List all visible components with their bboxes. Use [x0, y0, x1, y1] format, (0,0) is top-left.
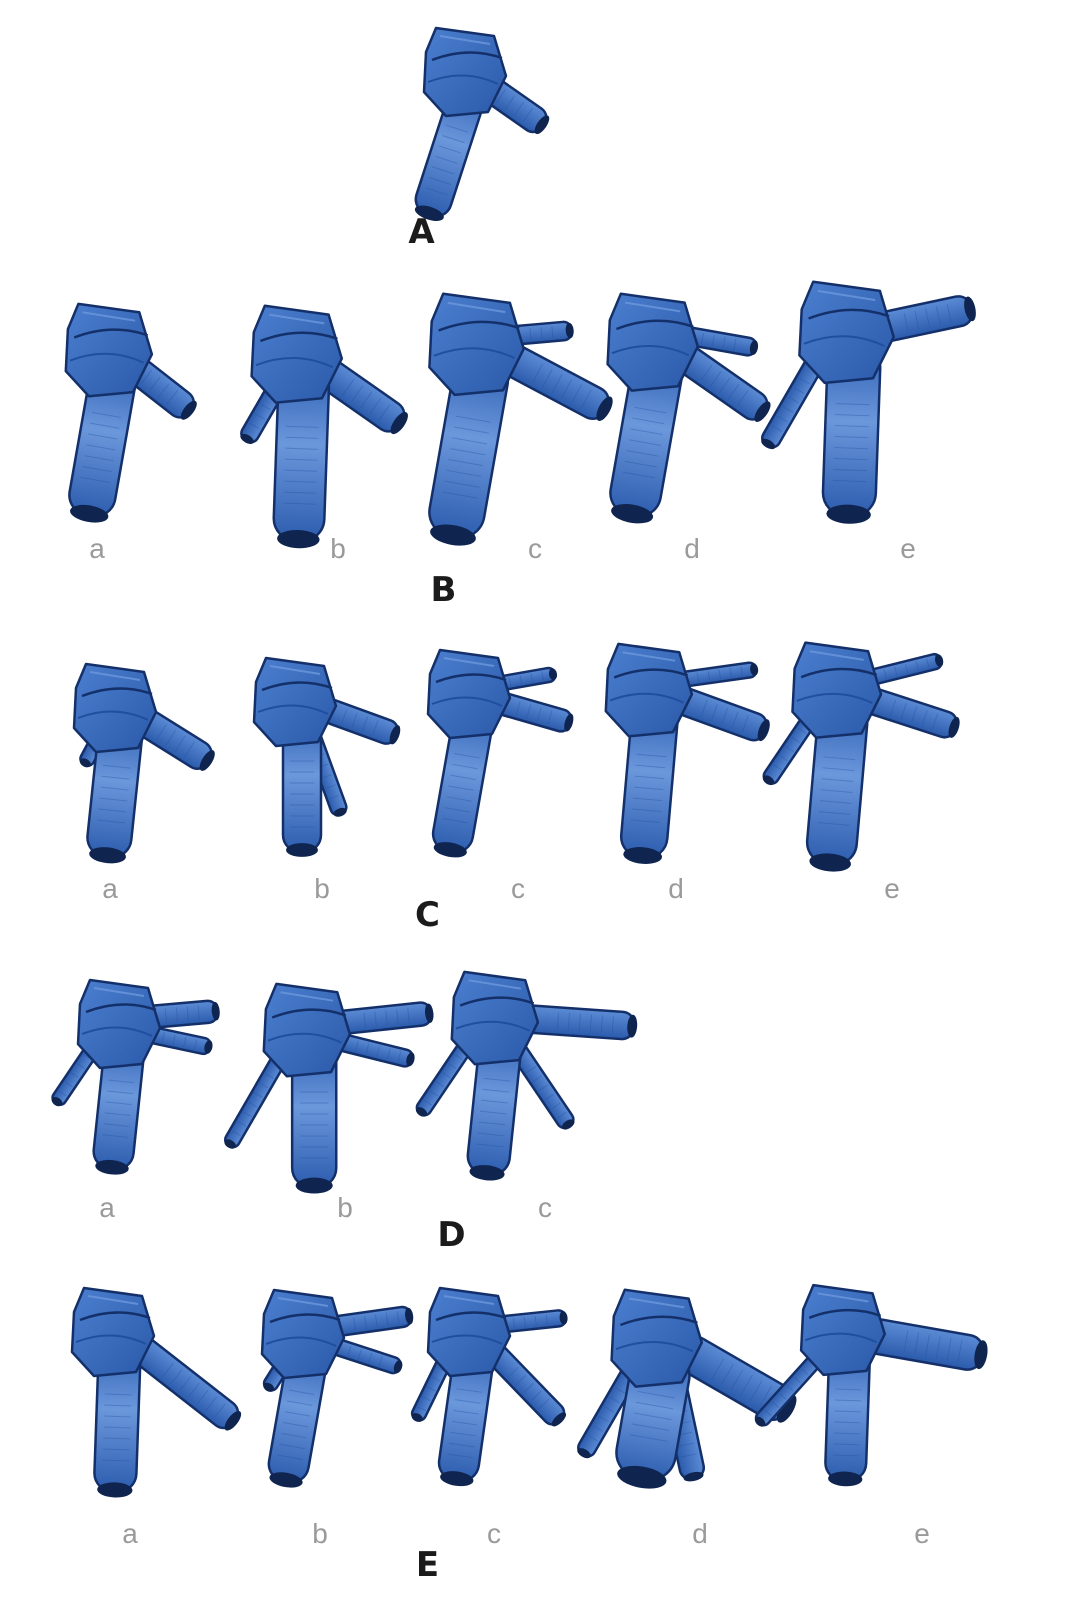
figure-D-c-cap: [452, 972, 538, 1064]
figure-D-b-cap: [264, 984, 350, 1076]
figure-C-a-cap: [74, 664, 156, 752]
figure-B-e-cap: [799, 282, 893, 383]
figure-C-c-cap: [428, 650, 510, 738]
figure-E-b: [261, 1290, 415, 1490]
figure-E-e: [752, 1285, 990, 1487]
figure-B-a-cap: [66, 304, 152, 396]
figure-B-d: [606, 294, 775, 527]
figure-D-c: [413, 972, 638, 1183]
figure-C-b: [254, 658, 403, 857]
figure-E-c-cap: [428, 1288, 510, 1376]
figure-E-e-cap: [801, 1285, 885, 1375]
figure-E-a: [72, 1288, 245, 1498]
figure-B-d-cap: [608, 294, 698, 391]
figure-C-d: [606, 644, 773, 866]
figure-E-d: [574, 1290, 801, 1493]
figure-E-b-cap: [262, 1290, 344, 1378]
figure-B-c-cap: [429, 294, 523, 395]
figure-A: [410, 28, 553, 225]
figure-B-c: [424, 294, 617, 550]
figure-B-e: [758, 282, 978, 525]
figure-A-cap: [424, 28, 506, 116]
figure-D-b: [222, 984, 435, 1194]
figure-B-b: [237, 306, 412, 549]
figure-B-b-cap: [252, 306, 342, 403]
figure-B-a: [65, 304, 201, 526]
figure-C-c: [428, 650, 576, 860]
figure-C-a: [74, 664, 219, 865]
figure-D-a: [49, 980, 221, 1177]
figure-E-a-cap: [72, 1288, 154, 1376]
figure-C-e: [760, 643, 963, 874]
figure-E-c: [409, 1288, 569, 1489]
figure-E-d-cap: [612, 1290, 702, 1387]
figure-C-e-cap: [792, 643, 881, 738]
figure-D-a-cap: [78, 980, 160, 1068]
figure-C-b-cap: [254, 658, 336, 746]
figure-C-d-cap: [606, 644, 692, 736]
